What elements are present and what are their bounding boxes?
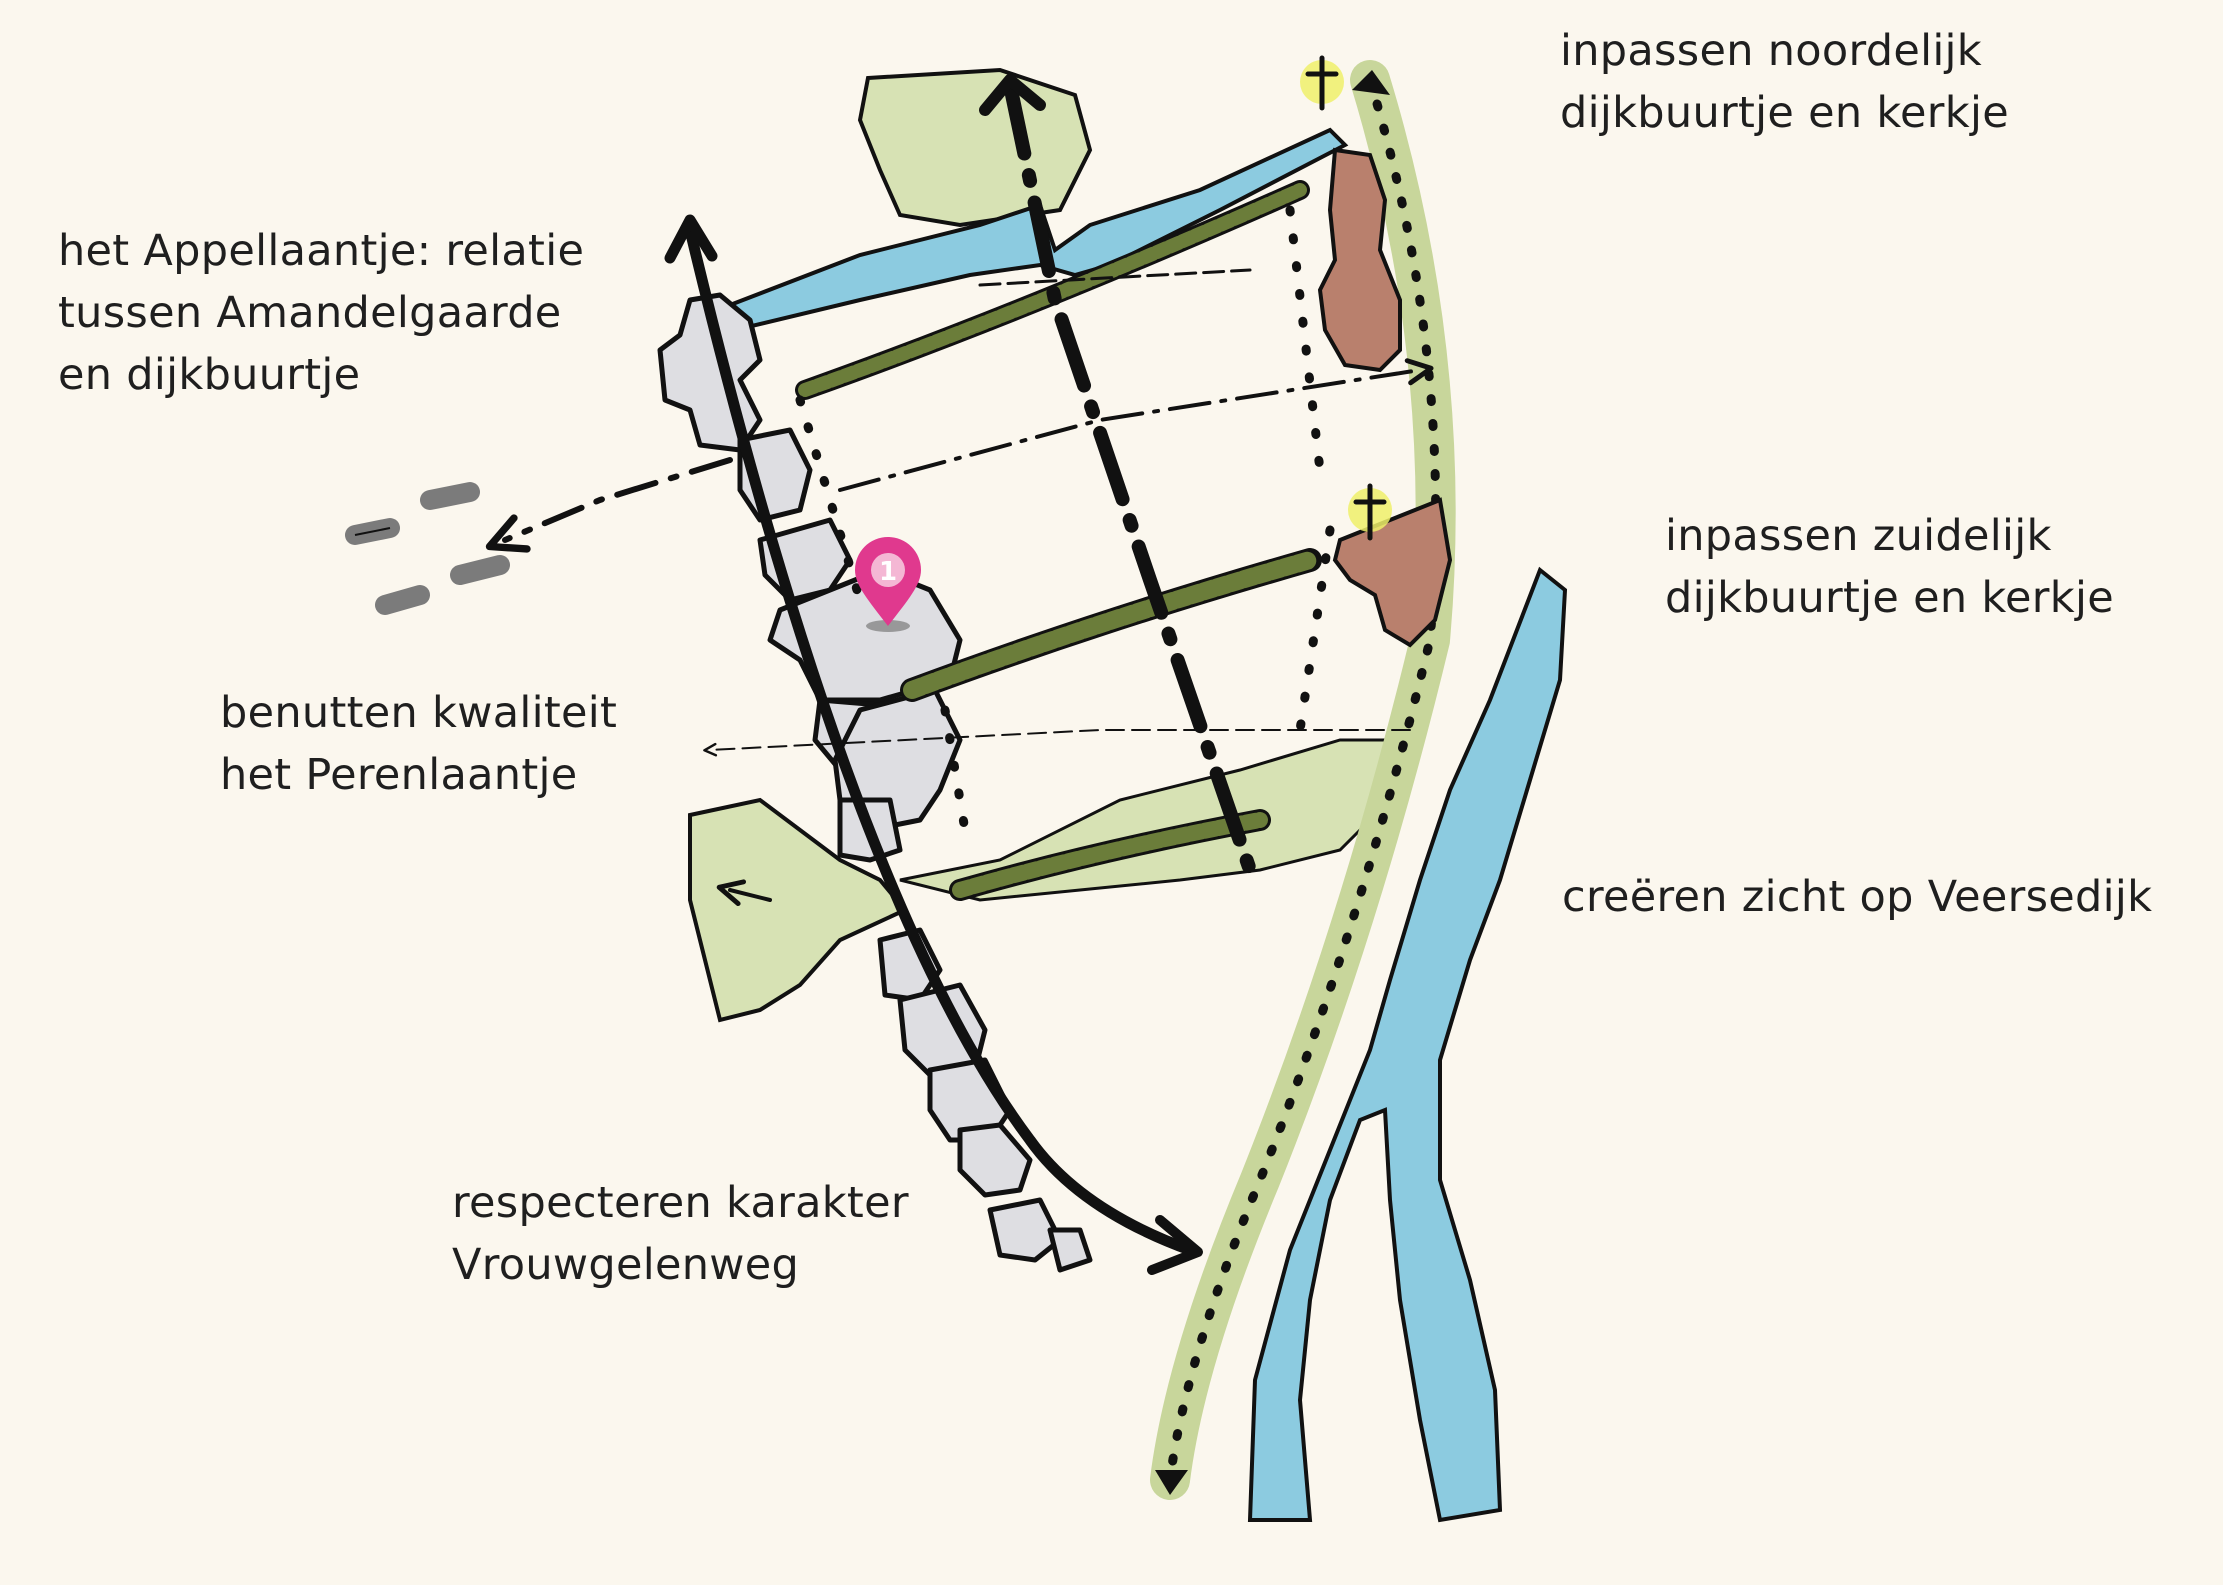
main-road-north-arrow — [664, 214, 718, 264]
grey-dashes-west — [345, 482, 510, 615]
central-axis-arrow — [979, 74, 1046, 116]
annotation-line: inpassen noordelijk — [1560, 26, 1983, 76]
annotation-line: en dijkbuurtje — [58, 350, 361, 400]
annotation-line: respecteren karakter — [452, 1178, 909, 1228]
annotation-north-church: inpassen noordelijk dijkbuurtje en kerkj… — [1560, 20, 2009, 144]
annotation-veersedijk: creëren zicht op Veersedijk — [1562, 866, 2152, 928]
annotation-line: inpassen zuidelijk — [1665, 511, 2052, 561]
dike-end-arrow — [1155, 1470, 1188, 1495]
map-pin-icon[interactable]: 1 — [855, 537, 921, 632]
field-edge-dots — [795, 205, 1335, 835]
annotation-vrouwgelenweg: respecteren karakter Vrouwgelenweg — [452, 1172, 909, 1296]
annotation-line: het Perenlaantje — [220, 750, 578, 800]
annotation-line: Vrouwgelenweg — [452, 1240, 800, 1290]
annotation-appellaantje: het Appellaantje: relatie tussen Amandel… — [58, 220, 584, 406]
grey-dashes-outline — [354, 527, 391, 536]
annotation-line: het Appellaantje: relatie — [58, 226, 585, 276]
annotation-south-church: inpassen zuidelijk dijkbuurtje en kerkje — [1665, 505, 2114, 629]
church-area-south — [1332, 497, 1453, 648]
dike-dashes — [1165, 75, 1441, 1485]
cross-icon — [1348, 483, 1392, 541]
buildings-strip — [657, 292, 1093, 1273]
annotation-line: creëren zicht op Veersedijk — [1562, 872, 2153, 922]
water-river-east — [1247, 566, 1568, 1523]
annotation-line: dijkbuurtje en kerkje — [1665, 573, 2114, 623]
green-area-north — [857, 67, 1093, 228]
green-area-southwest — [688, 797, 909, 1023]
annotation-line: benutten kwaliteit — [220, 688, 618, 738]
annotation-line: dijkbuurtje en kerkje — [1560, 88, 2009, 138]
marker-label: 1 — [879, 557, 897, 587]
tree-rows — [795, 180, 1322, 901]
dike-start-arrow — [1352, 70, 1390, 95]
view-lines — [485, 268, 1434, 907]
church-area-north — [1317, 147, 1402, 373]
central-axis-dashdot — [1003, 78, 1257, 877]
annotation-perenlaantje: benutten kwaliteit het Perenlaantje — [220, 682, 617, 806]
main-road-vrouwgelenweg — [684, 224, 1196, 1256]
cross-icon — [1300, 55, 1344, 111]
annotation-line: tussen Amandelgaarde — [58, 288, 562, 338]
main-road-south-arrow — [1147, 1215, 1203, 1275]
